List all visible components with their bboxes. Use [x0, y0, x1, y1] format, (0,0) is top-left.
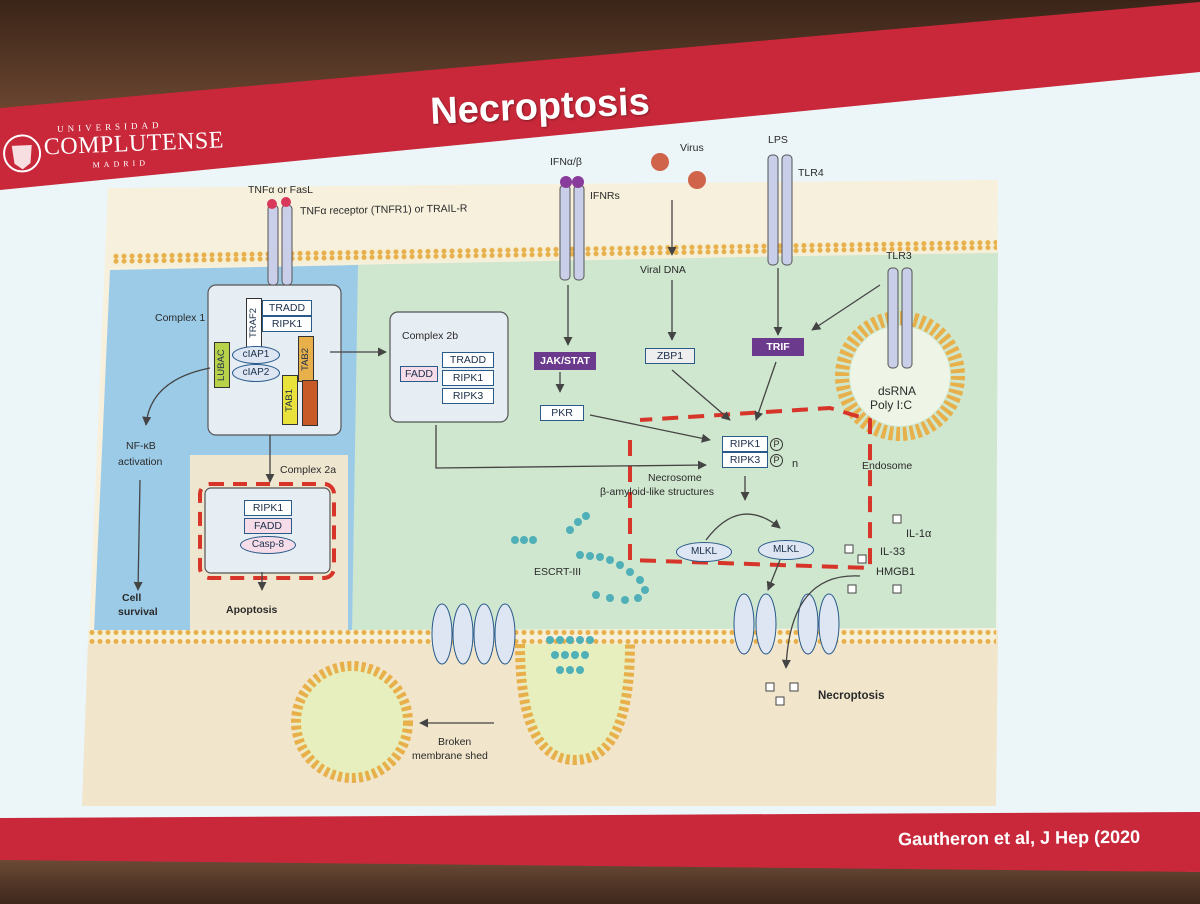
complex1-title: Complex 1 — [155, 312, 206, 324]
complex1-ciap1: cIAP1 — [232, 346, 280, 364]
label-survival: survival — [118, 606, 158, 618]
label-ifn: IFNα/β — [550, 156, 582, 168]
complex1-tab2: TAB2 — [298, 336, 314, 382]
label-dsrna: dsRNA — [878, 384, 917, 398]
label-polyic: Poly I:C — [870, 398, 913, 412]
label-broken: Broken — [438, 736, 472, 748]
logo-line-madrid: MADRID — [92, 158, 150, 170]
signal-trif: TRIF — [752, 338, 804, 356]
signal-pkr: PKR — [540, 405, 584, 421]
label-virus: Virus — [680, 142, 704, 154]
mlkl-inactive: MLKL — [676, 542, 732, 562]
logo-line-complutense: COMPLUTENSE — [43, 127, 225, 161]
necrosome-sublabel: β-amyloid-like structures — [600, 486, 714, 498]
label-lps: LPS — [768, 134, 788, 146]
crest-icon — [3, 134, 42, 173]
label-tnf: TNFα or FasL — [248, 184, 313, 196]
label-endosome: Endosome — [862, 460, 913, 472]
label-escrt: ESCRT-III — [534, 566, 582, 578]
phospho-icon: P — [770, 454, 783, 467]
label-cell: Cell — [122, 592, 142, 604]
label-necroptosis: Necroptosis — [818, 690, 885, 702]
label-tlr3: TLR3 — [886, 250, 912, 262]
complex2b-ripk3: RIPK3 — [442, 388, 494, 404]
complex1-tak1: TAK1 — [302, 380, 318, 426]
label-apoptosis: Apoptosis — [226, 604, 278, 616]
signal-zbp1: ZBP1 — [645, 348, 695, 364]
complex2b-ripk1: RIPK1 — [442, 370, 494, 386]
complex2a-fadd: FADD — [244, 518, 292, 534]
label-nfkb: NF-κB — [126, 440, 156, 452]
label-nfkb-activation: activation — [118, 456, 163, 468]
complex2a-title: Complex 2a — [280, 464, 337, 476]
complex2a-casp8: Casp-8 — [240, 536, 296, 554]
label-membrane-shed: membrane shed — [412, 750, 488, 762]
phospho-icon: P — [770, 438, 783, 451]
signal-jakstat: JAK/STAT — [534, 352, 596, 370]
complex1-tab1: TAB1 — [282, 375, 298, 425]
complex1-tradd: TRADD — [262, 300, 312, 316]
complex1-ripk1: RIPK1 — [262, 316, 312, 332]
complex2b-fadd: FADD — [400, 366, 438, 382]
label-viral-dna: Viral DNA — [640, 264, 686, 276]
label-il33: IL-33 — [880, 546, 906, 558]
complex2a-ripk1: RIPK1 — [244, 500, 292, 516]
necrosome-label: Necrosome — [648, 472, 702, 484]
label-hmgb1: HMGB1 — [876, 566, 916, 578]
complex1-traf2: TRAF2 — [246, 298, 262, 348]
complex2b-tradd: TRADD — [442, 352, 494, 368]
complex2b-title: Complex 2b — [402, 330, 459, 342]
necrosome-ripk1: RIPK1 — [722, 436, 768, 452]
complex1-ciap2: cIAP2 — [232, 364, 280, 382]
mlkl-phosphorylated: MLKL — [758, 540, 814, 560]
label-tlr4: TLR4 — [798, 167, 824, 179]
label-il1a: IL-1α — [906, 528, 932, 540]
citation: Gautheron et al, J Hep (2020 — [897, 826, 1141, 850]
university-logo: UNIVERSIDAD COMPLUTENSE MADRID — [0, 116, 224, 185]
necrosome-n: n — [792, 458, 799, 470]
label-ifnr: IFNRs — [590, 190, 620, 202]
necrosome-ripk3: RIPK3 — [722, 452, 768, 468]
complex1-lubac: LUBAC — [214, 342, 230, 388]
